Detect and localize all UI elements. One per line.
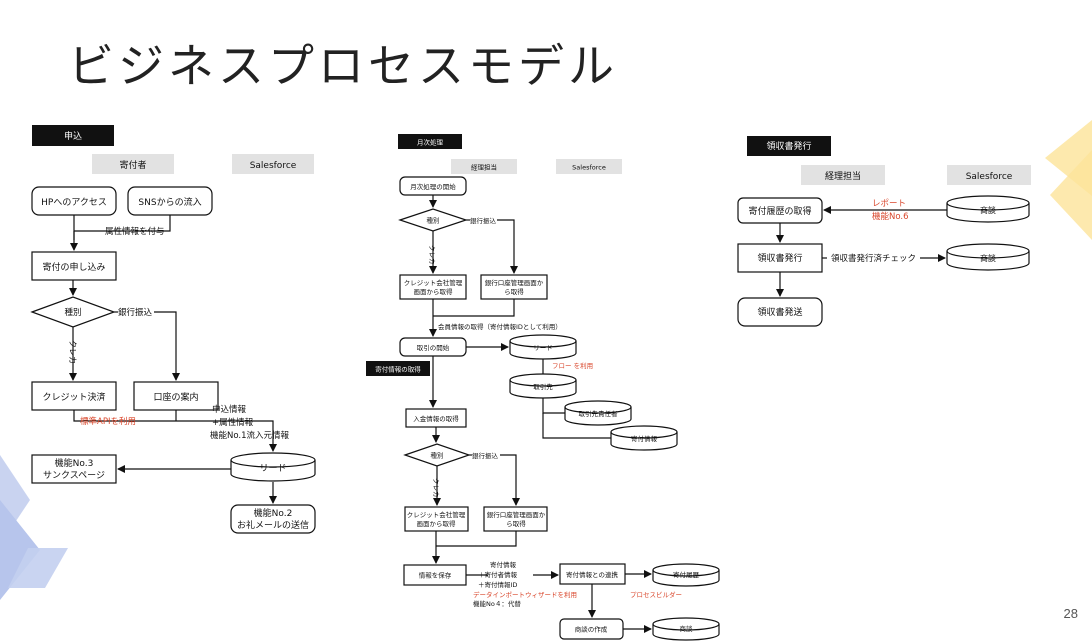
- send-box: [737, 297, 823, 327]
- f2-box: [230, 504, 316, 534]
- partner-text: 取引先: [533, 382, 553, 391]
- page-number: 28: [1063, 606, 1078, 621]
- mid-type2-text: 種別: [431, 451, 444, 460]
- history-text: 寄付履歴: [673, 570, 700, 579]
- mid-bank2-text: 銀行振込: [472, 451, 499, 460]
- left-tag-bg: [32, 125, 114, 146]
- right-lane-a: 経理担当: [825, 170, 861, 182]
- issue-text: 領収書発行: [757, 252, 802, 264]
- flow-text: フロー を利用: [552, 361, 593, 370]
- info2-text: +属性情報: [212, 417, 254, 428]
- lead-cylinder: [230, 452, 316, 482]
- f3-text-1: 機能No.3: [55, 457, 94, 469]
- left-tag: 申込: [64, 130, 82, 142]
- right-opp-cylinder-2: [946, 243, 1030, 271]
- mid-lead-text: リード: [533, 344, 553, 352]
- account-text: 口座の案内: [153, 391, 198, 403]
- info1-text: 申込情報: [212, 404, 247, 415]
- mid-tag2: 寄付情報の取得: [375, 365, 421, 374]
- right-tag-bg: [747, 136, 831, 156]
- deal-text: 取引の開始: [417, 343, 450, 352]
- right-opp-text-2: 商談: [980, 253, 996, 263]
- opp-create-text: 商談の作成: [575, 625, 608, 634]
- mid-bank2-text-2: ら取得: [506, 519, 526, 528]
- right-tag: 領収書発行: [766, 140, 811, 152]
- mid-credit2-text-2: 画面から取得: [417, 519, 457, 528]
- decoration-yellow: [1045, 120, 1092, 240]
- mid-credit-text-1: クレジット会社管理: [404, 278, 463, 287]
- f2-text-2: お礼メールの送信: [237, 519, 309, 531]
- save-info-1: 寄付情報: [490, 560, 517, 569]
- f2-text-1: 機能No.2: [254, 507, 293, 519]
- sns-text: SNSからの流入: [138, 196, 201, 208]
- mid-opp-cylinder: [652, 617, 720, 641]
- mid-start-text: 月次処理の開始: [410, 182, 456, 191]
- right-lane-b: Salesforce: [966, 172, 1013, 182]
- left-lane-a-bg: [92, 154, 174, 174]
- report-text: レポート: [872, 199, 906, 209]
- mid-bank-text-1: 銀行口座管理画面か: [485, 278, 544, 287]
- mid-bank-text-2: ら取得: [504, 287, 524, 296]
- mid-card-text: クレカ: [428, 245, 436, 265]
- credit-text: クレジット決済: [42, 391, 105, 403]
- donation-info-cylinder: [610, 425, 678, 451]
- history-cylinder: [652, 563, 720, 587]
- pb-text: プロセスビルダー: [630, 590, 682, 599]
- mid-lane-b-bg: [556, 159, 622, 174]
- hp-text: HPへのアクセス: [41, 197, 107, 208]
- mid-lane-b: Salesforce: [572, 164, 606, 172]
- bank-text: 銀行振込: [118, 307, 153, 318]
- mid-card2-text: クレカ: [432, 478, 440, 498]
- mid-lane-a-bg: [451, 159, 517, 174]
- f6-text: 機能No.6: [872, 211, 909, 222]
- mid-credit-text-2: 画面から取得: [414, 287, 454, 296]
- right-opp-text-1: 商談: [980, 205, 996, 215]
- left-lane-b-bg: [232, 154, 314, 174]
- type-text: 種別: [64, 307, 81, 318]
- save-info-3: ＋寄付情報ID: [478, 580, 517, 589]
- dataloader-text: データインポートウィザードを利用: [473, 590, 577, 599]
- left-lane-b: Salesforce: [250, 161, 297, 171]
- mid-tag2-bg: [366, 361, 430, 376]
- api-text: 標準APIを利用: [80, 416, 136, 427]
- check-text: 領収書発行済チェック: [831, 253, 916, 264]
- partner-resp-text: 取引先責任者: [579, 409, 619, 418]
- history-text-r: 寄付履歴の取得: [748, 205, 811, 217]
- save-text: 情報を保存: [419, 571, 452, 580]
- attr-text: 属性情報を付与: [105, 226, 165, 237]
- decoration-blue: [0, 455, 68, 600]
- mid-type-text: 種別: [427, 216, 440, 225]
- mid-bank-text: 銀行振込: [470, 216, 497, 225]
- partner-resp-cylinder: [564, 400, 632, 426]
- apply-box: [31, 251, 117, 281]
- right-lane-a-bg: [801, 165, 885, 185]
- apply-text: 寄付の申し込み: [42, 261, 105, 273]
- mid-opp-text: 商談: [680, 624, 694, 633]
- page-title: ビジネスプロセスモデル: [68, 39, 618, 93]
- f3-text-2: サンクスページ: [43, 470, 105, 481]
- member-text: 会員情報の取得（寄付情報IDとして利用）: [438, 322, 562, 331]
- link-text: 寄付情報との連携: [566, 570, 618, 579]
- f3-box: [31, 454, 117, 484]
- lead-text: リード: [259, 464, 286, 474]
- info3-text: 機能No.1流入元情報: [210, 430, 290, 441]
- mid-tag-bg: [398, 134, 462, 149]
- right-opp-cylinder-1: [946, 195, 1030, 223]
- left-lane-a: 寄付者: [119, 159, 146, 171]
- card-text: クレカ: [68, 340, 77, 364]
- donation-info-text: 寄付情報: [631, 434, 658, 443]
- deposit-text: 入金情報の取得: [413, 414, 459, 423]
- mid-credit2-text-1: クレジット会社管理: [407, 510, 466, 519]
- f4-text: 機能No４：代替: [473, 599, 521, 608]
- right-lane-b-bg: [947, 165, 1031, 185]
- mid-tag: 月次処理: [417, 138, 444, 147]
- send-text: 領収書発送: [757, 306, 802, 318]
- mid-bank2-text-1: 銀行口座管理画面か: [487, 510, 546, 519]
- save-info-2: ＋寄付者情報: [478, 570, 518, 579]
- mid-lane-a: 経理担当: [471, 163, 497, 172]
